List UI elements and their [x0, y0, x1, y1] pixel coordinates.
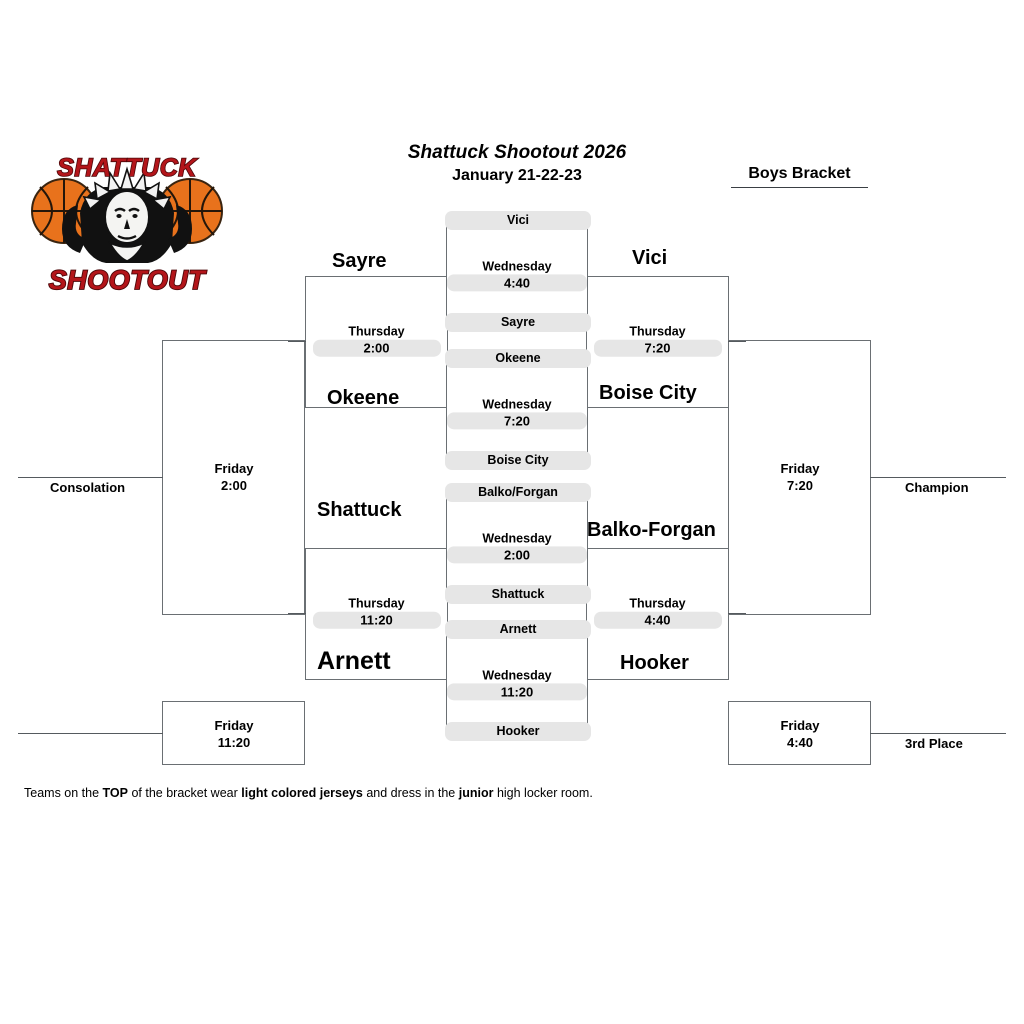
semifinal-left-bottom-box: [305, 548, 448, 680]
r1g4-day: Wednesday: [482, 667, 552, 682]
game-card-r1-3: Balko/Forgan Wednesday 2:00 Shattuck: [445, 483, 591, 604]
semi-rt-bottom-team: Boise City: [599, 382, 697, 404]
semifinal-right-bottom-out: [728, 613, 746, 614]
consolation-day: Friday: [214, 461, 254, 476]
third-place-label: 3rd Place: [905, 736, 963, 751]
semifinal-right-bottom: Thursday 4:40: [586, 548, 729, 680]
champion-time-value: 7:20: [786, 478, 814, 493]
r1g2-top-team: Okeene: [445, 349, 591, 368]
third-place-time: Friday 4:40: [741, 717, 859, 751]
logo-top-word: SHATTUCK: [57, 154, 198, 182]
r1g3-top-slot: Balko/Forgan: [444, 483, 592, 502]
third-place-out-line: [870, 733, 1006, 734]
game-card-r1-4: Arnett Wednesday 11:20 Hooker: [445, 620, 591, 741]
shattuck-shootout-logo: SHATTUCK SHOOTOUT: [22, 143, 232, 298]
r1g2-day: Wednesday: [482, 396, 552, 411]
logo-bottom-word: SHOOTOUT: [49, 265, 208, 295]
footnote-part3: and dress in the: [362, 786, 459, 800]
r1g3-top-team: Balko/Forgan: [445, 483, 591, 502]
seventh-day: Friday: [214, 718, 254, 733]
bracket-kind-label: Boys Bracket: [731, 165, 868, 188]
game-card-r1-2: Okeene Wednesday 7:20 Boise City: [445, 349, 591, 470]
semi-lt-time: 2:00: [305, 339, 448, 357]
r1g3-bottom-team: Shattuck: [445, 585, 591, 604]
footnote-part1: Teams on the: [24, 786, 103, 800]
r1g2-bottom-team: Boise City: [445, 451, 591, 470]
semi-rb-bottom-team: Hooker: [620, 652, 689, 674]
semifinal-left-top-box: [305, 276, 448, 408]
semifinal-left-top-out: [288, 341, 306, 342]
r1g4-time: 11:20: [447, 682, 587, 700]
r1g3-time: 2:00: [447, 545, 587, 563]
semi-lb-time: 11:20: [305, 611, 448, 629]
champion-day: Friday: [780, 461, 820, 476]
r1g2-top-slot: Okeene: [444, 349, 592, 368]
consolation-time-value: 2:00: [220, 478, 248, 493]
tournament-title: Shattuck Shootout 2026: [407, 142, 627, 163]
r1g4-bottom-team: Hooker: [445, 722, 591, 741]
r1g3-day: Wednesday: [482, 530, 552, 545]
champion-label: Champion: [905, 480, 969, 495]
semi-lt-bottom-team: Okeene: [327, 387, 400, 409]
r1g2-time: 7:20: [447, 411, 587, 429]
semi-rb-top-team: Balko-Forgan: [587, 519, 716, 541]
third-time-value: 4:40: [786, 735, 814, 750]
footnote-part2: of the bracket wear: [128, 786, 242, 800]
r1g1-day: Wednesday: [482, 258, 552, 273]
consolation-label: Consolation: [50, 480, 126, 495]
semi-rt-day: Thursday: [629, 324, 686, 339]
r1g4-top-team: Arnett: [445, 620, 591, 639]
semifinal-right-top-out: [728, 341, 746, 342]
seventh-place-time: Friday 11:20: [175, 717, 293, 751]
game-card-r1-1: Vici Wednesday 4:40 Sayre: [445, 211, 591, 332]
third-day: Friday: [780, 718, 820, 733]
semifinal-right-top: Thursday 7:20: [586, 276, 729, 408]
consolation-out-line: [18, 477, 163, 478]
semi-lb-day: Thursday: [348, 596, 405, 611]
r1g2-bottom-slot: Boise City: [444, 451, 592, 470]
seventh-place-out-line: [18, 733, 163, 734]
r1g3-bottom-slot: Shattuck: [444, 585, 592, 604]
semi-rt-time: 7:20: [586, 339, 729, 357]
footnote-bold3: junior: [458, 786, 494, 800]
r1g4-bottom-slot: Hooker: [444, 722, 592, 741]
championship-time: Friday 7:20: [741, 460, 859, 494]
r1g4-top-slot: Arnett: [444, 620, 592, 639]
r1g1-time: 4:40: [447, 273, 587, 291]
r1g1-bottom-team: Sayre: [445, 313, 591, 332]
semifinal-left-bottom: Thursday 11:20: [305, 548, 448, 680]
footnote-bold2: light colored jerseys: [241, 786, 363, 800]
semi-lt-day: Thursday: [348, 324, 405, 339]
consolation-time: Friday 2:00: [175, 460, 293, 494]
tournament-dates: January 21-22-23: [452, 167, 582, 184]
semifinal-left-top: Thursday 2:00: [305, 276, 448, 408]
logo-artwork: SHATTUCK SHOOTOUT: [31, 153, 223, 296]
semi-lt-top-team: Sayre: [332, 250, 387, 272]
semifinal-left-bottom-out: [288, 613, 306, 614]
semi-rb-day: Thursday: [629, 596, 686, 611]
semi-rb-time: 4:40: [586, 611, 729, 629]
footnote-part4: high locker room.: [493, 786, 593, 800]
footnote-bold1: TOP: [102, 786, 128, 800]
semi-lb-bottom-team: Arnett: [317, 647, 391, 675]
champion-out-line: [870, 477, 1006, 478]
seventh-time-value: 11:20: [217, 735, 251, 750]
r1g1-top-team: Vici: [445, 211, 591, 230]
jersey-footnote: Teams on the TOP of the bracket wear lig…: [24, 785, 593, 801]
warrior-face: [104, 190, 150, 262]
semifinal-right-top-box: [586, 276, 729, 408]
semi-rt-top-team: Vici: [632, 247, 668, 269]
r1g1-bottom-slot: Sayre: [444, 313, 592, 332]
semi-lb-top-team: Shattuck: [317, 499, 402, 521]
headdress: [82, 166, 172, 211]
r1g1-top-slot: Vici: [444, 211, 592, 230]
semifinal-right-bottom-box: [586, 548, 729, 680]
